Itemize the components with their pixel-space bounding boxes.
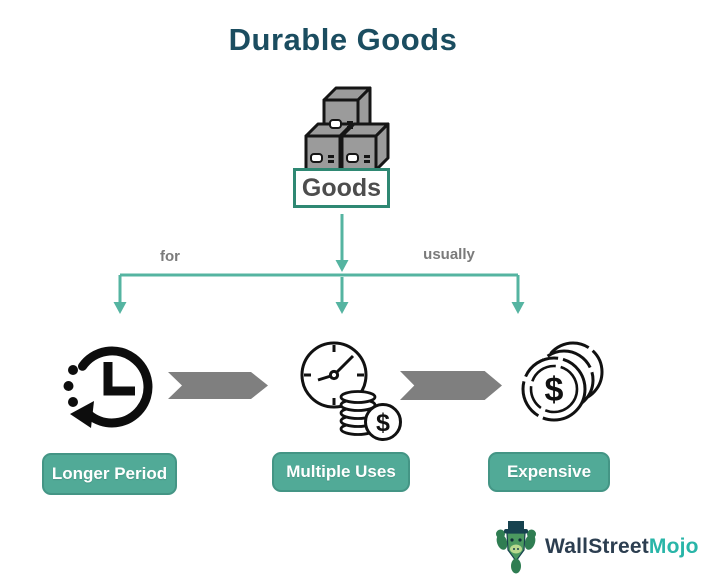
bull-mascot-icon: [496, 521, 536, 574]
node-label: Multiple Uses: [286, 462, 396, 481]
history-clock-icon: [63, 346, 153, 428]
brand-wordmark: WallStreetMojo: [545, 535, 699, 559]
brand-secondary: Mojo: [648, 535, 699, 558]
goods-label: Goods: [301, 173, 382, 202]
branch-label-for: for: [160, 248, 180, 265]
node-expensive: Expensive: [488, 452, 610, 492]
page-title: Durable Goods: [228, 22, 458, 57]
node-label: Longer Period: [51, 464, 168, 483]
ribbon-arrow-right-icon: [400, 371, 502, 400]
crates-icon: [304, 86, 390, 172]
dollar-symbol: $: [376, 409, 390, 437]
clock-coins-icon: $: [300, 341, 402, 441]
node-multiple-uses: Multiple Uses: [272, 452, 410, 492]
ribbon-arrow-left-icon: [168, 372, 268, 399]
goods-box: Goods: [293, 168, 390, 208]
node-label: Expensive: [506, 462, 592, 481]
coins-icon: $: [521, 341, 604, 422]
node-longer-period: Longer Period: [42, 453, 177, 495]
branch-label-usually: usually: [423, 246, 475, 263]
brand-logo: WallStreetMojo: [494, 519, 699, 575]
dollar-symbol: $: [545, 371, 564, 409]
brand-primary: WallStreet: [545, 535, 649, 558]
